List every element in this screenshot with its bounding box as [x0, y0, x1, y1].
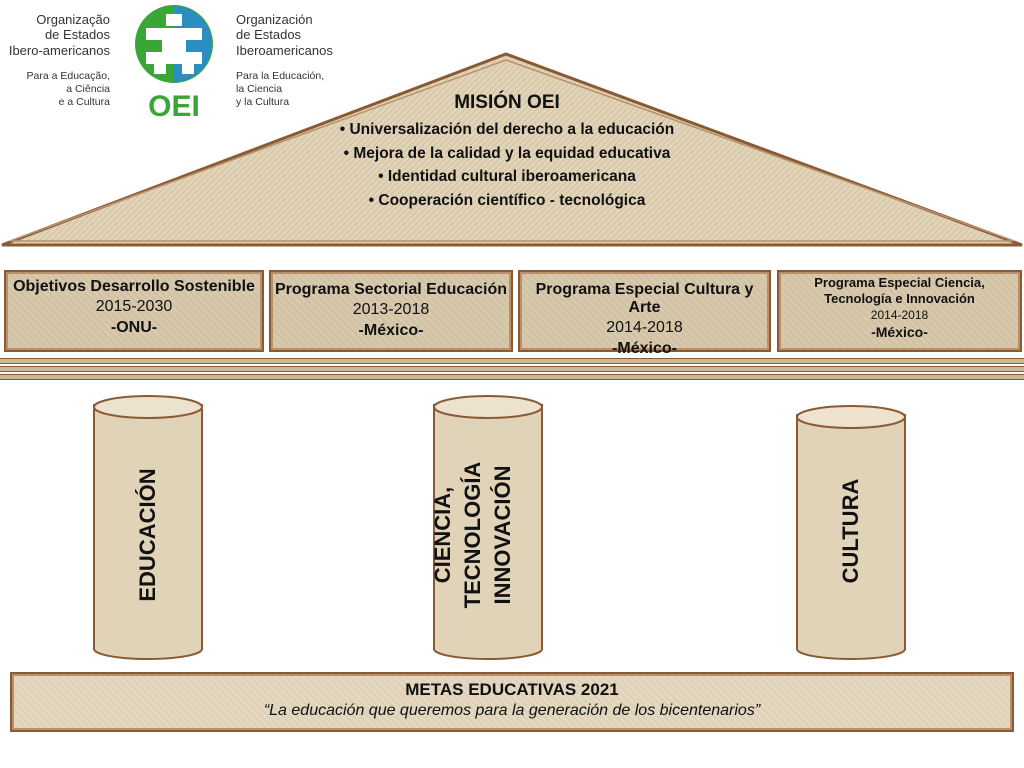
base-goals: METAS EDUCATIVAS 2021 “La educación que …: [10, 672, 1014, 732]
beam-title: Programa Especial Cultura y Arte: [535, 281, 754, 316]
rail-bottom: [0, 374, 1024, 380]
beam-years: 2013-2018: [352, 301, 430, 318]
pillar-science: CIENCIA, TECNOLOGÍA INNOVACIÓN: [430, 393, 544, 661]
beam-title: Programa Especial Ciencia, Tecnología e …: [814, 275, 985, 306]
logo-text-spanish: Organización de Estados Iberoamericanos …: [236, 12, 356, 109]
logo-text-portuguese: Organização de Estados Ibero-americanos …: [8, 12, 110, 109]
beam-org: -ONU-: [110, 319, 158, 336]
beam-org: -México-: [871, 324, 928, 340]
beam-culture-program: Programa Especial Cultura y Arte 2014-20…: [518, 270, 771, 357]
mission-item: • Identidad cultural iberoamericana: [378, 168, 636, 185]
beam-org: -México-: [612, 340, 677, 357]
logo-sub-line: la Ciencia: [236, 83, 283, 96]
beam-title: Objetivos Desarrollo Sostenible: [13, 278, 255, 295]
beam-years: 2015-2030: [95, 298, 173, 315]
logo-line: de Estados: [44, 27, 110, 43]
pillar-label-line: TECNOLOGÍA: [460, 461, 485, 609]
mission-text: MISIÓN OEI • Universalización del derech…: [300, 92, 714, 212]
rail-middle: [0, 366, 1024, 372]
beam-years: 2014-2018: [870, 308, 929, 322]
logo-sub-line: e a Cultura: [58, 96, 110, 109]
logo-line: de Estados: [236, 27, 302, 43]
mission-item: • Mejora de la calidad y la equidad educ…: [343, 144, 671, 162]
pillar-education: EDUCACIÓN: [92, 393, 204, 661]
roof-pediment: [1, 52, 1023, 247]
mission-title: MISIÓN OEI: [454, 92, 560, 113]
logo-line: Organização: [36, 12, 110, 27]
mission-item: • Cooperación científico - tecnológica: [368, 191, 646, 209]
beam-years: 2014-2018: [606, 319, 683, 336]
mission-item: • Universalización del derecho a la educ…: [339, 121, 675, 138]
pillar-label: EDUCACIÓN: [135, 468, 160, 602]
pillar-label: CIENCIA, TECNOLOGÍA INNOVACIÓN: [428, 415, 548, 655]
logo-line: Organización: [236, 12, 313, 27]
base-title: METAS EDUCATIVAS 2021: [405, 680, 619, 699]
logo-sub-line: a Ciência: [66, 83, 110, 96]
logo-sub-line: Para la Educación,: [236, 69, 325, 82]
beam-education-program: Programa Sectorial Educación 2013-2018 -…: [269, 270, 513, 352]
pillar-label-line: INNOVACIÓN: [490, 465, 515, 605]
pillar-label-line: CIENCIA,: [430, 486, 455, 584]
pillar-label: CULTURA: [838, 478, 863, 584]
logo-acronym: OEI: [148, 90, 200, 120]
beam-ods: Objetivos Desarrollo Sostenible 2015-203…: [4, 270, 264, 352]
beam-org: -México-: [358, 322, 424, 339]
logo-sub-line: Para a Educação,: [26, 69, 110, 82]
logo-line: Iberoamericanos: [236, 42, 333, 58]
logo-sub-line: y la Cultura: [236, 96, 290, 109]
beam-title: Programa Sectorial Educación: [274, 281, 508, 298]
logo-subtitle: Para a Educação, a Ciência e a Cultura: [8, 70, 110, 109]
beam-science-program: Programa Especial Ciencia, Tecnología e …: [777, 270, 1022, 352]
base-quote: “La educación que queremos para la gener…: [263, 702, 761, 719]
oei-logo: OEI: [132, 4, 216, 123]
rail-top: [0, 358, 1024, 364]
pillar-culture: CULTURA: [795, 403, 907, 661]
logo-line: Ibero-americanos: [8, 42, 110, 58]
logo-subtitle: Para la Educación, la Ciencia y la Cultu…: [236, 70, 356, 109]
